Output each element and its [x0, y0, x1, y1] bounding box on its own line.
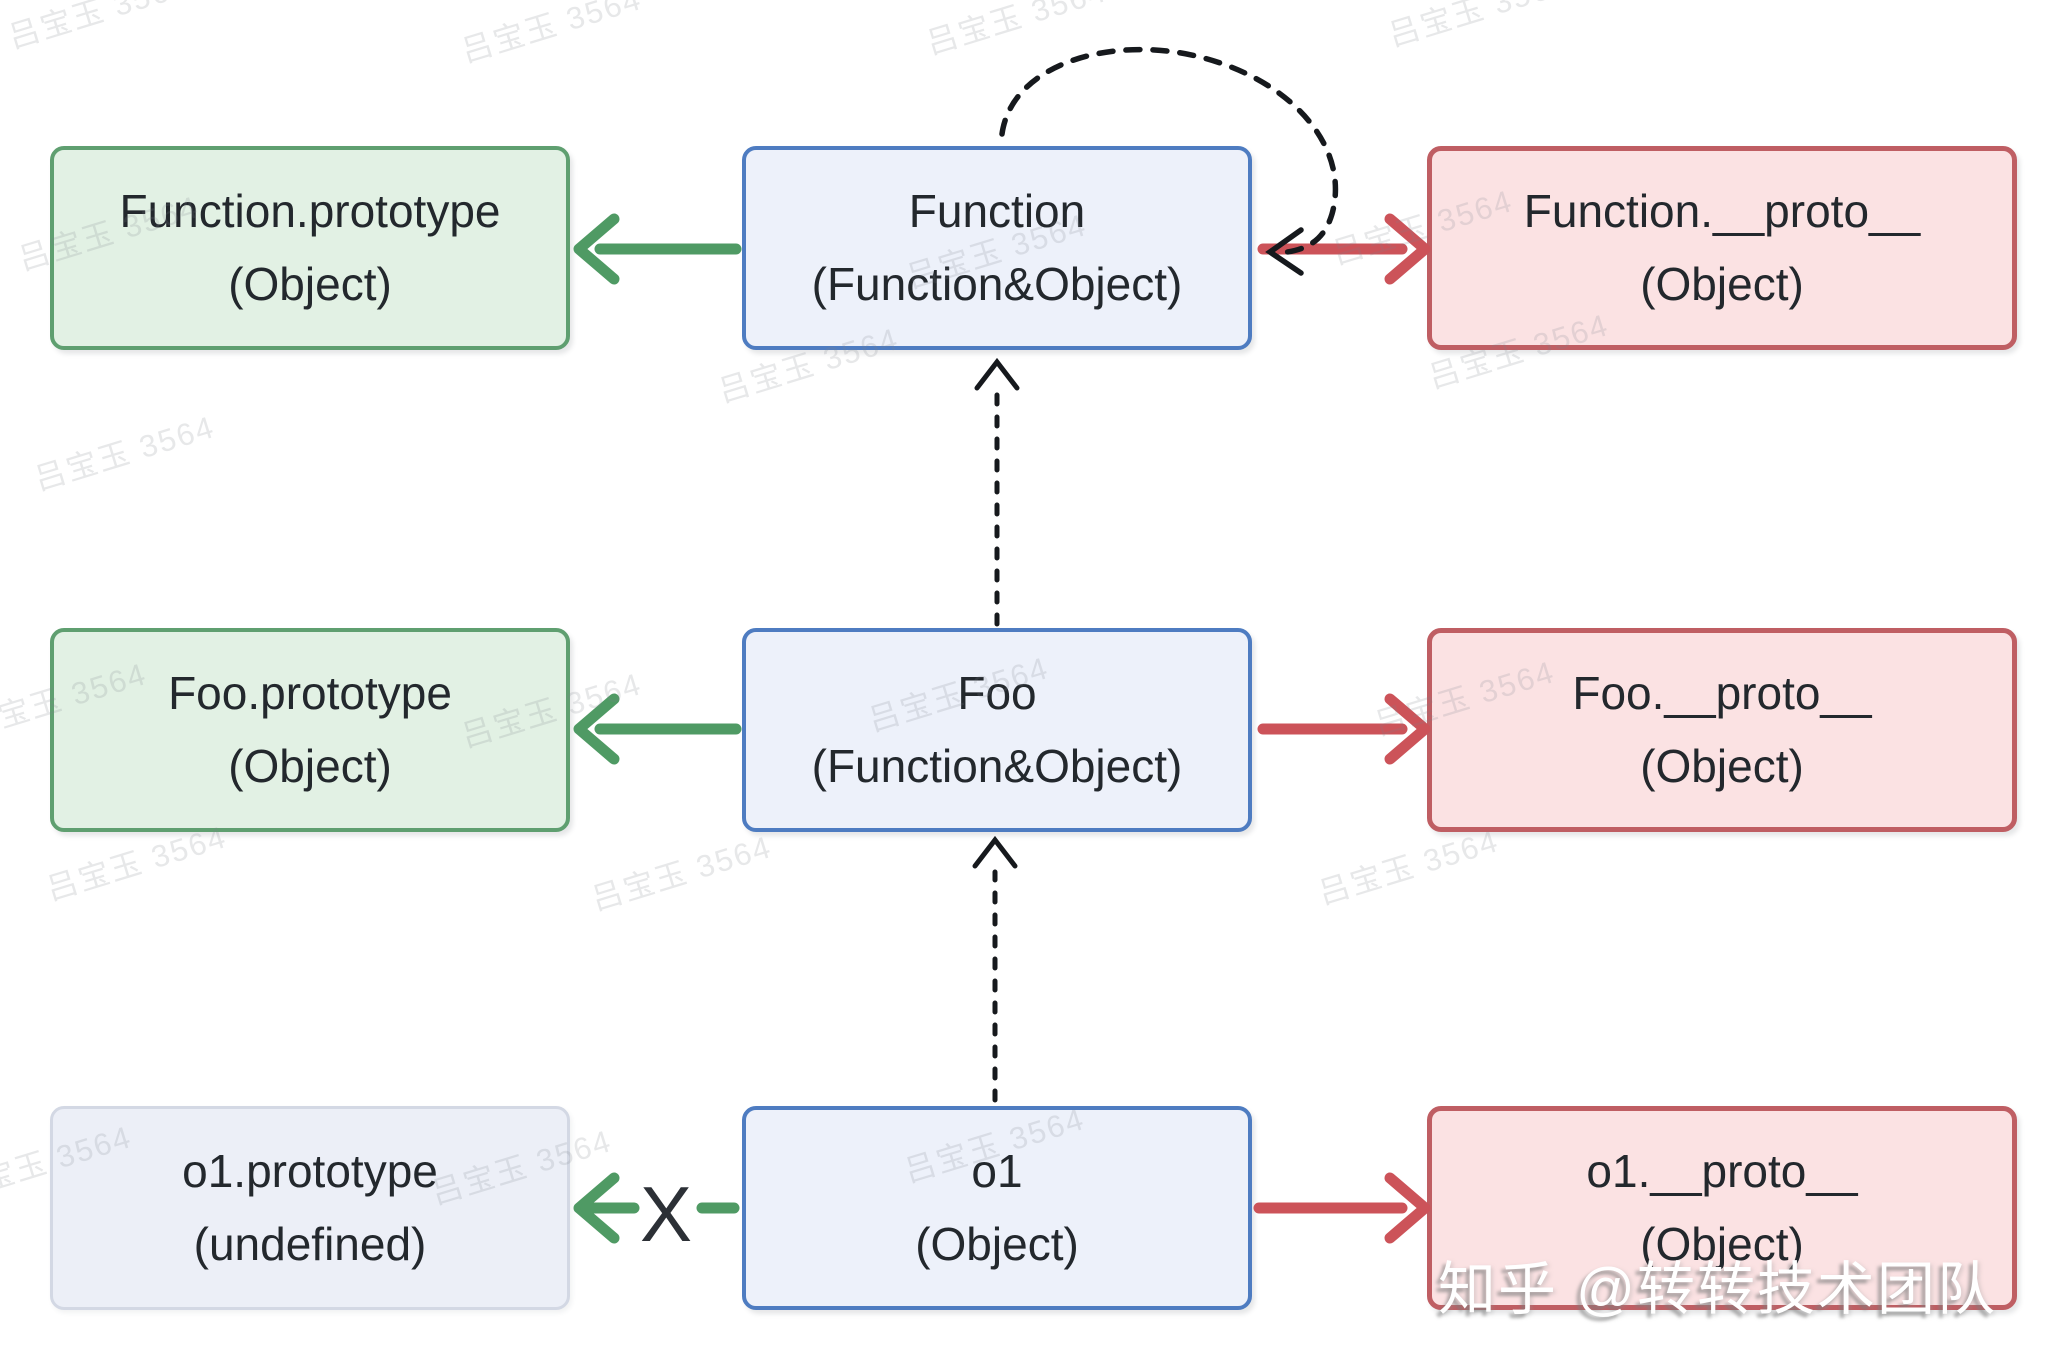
box-foo-prototype: Foo.prototype (Object): [50, 628, 570, 832]
box-subtitle: (Object): [228, 740, 392, 792]
box-foo: Foo (Function&Object): [742, 628, 1252, 832]
box-title: o1.prototype: [182, 1145, 438, 1198]
box-subtitle: (Object): [1640, 258, 1804, 310]
no-prototype-cross-mark: X: [640, 1170, 692, 1258]
box-function-prototype: Function.prototype (Object): [50, 146, 570, 350]
box-o1-proto: o1.__proto__ (Object): [1427, 1106, 2017, 1310]
arrow-foo-to-foo-proto: [1257, 693, 1431, 765]
box-subtitle: (Object): [1640, 740, 1804, 792]
box-foo-proto: Foo.__proto__ (Object): [1427, 628, 2017, 832]
arrow-o1-to-foo: [972, 835, 1018, 1103]
box-title: Function: [908, 185, 1086, 238]
box-title: Foo: [957, 667, 1037, 720]
box-subtitle: (Function&Object): [811, 740, 1183, 792]
box-subtitle: (undefined): [193, 1218, 427, 1270]
box-title: Foo.__proto__: [1572, 667, 1872, 720]
box-function: Function (Function&Object): [742, 146, 1252, 350]
box-function-proto: Function.__proto__ (Object): [1427, 146, 2017, 350]
box-o1-prototype: o1.prototype (undefined): [50, 1106, 570, 1310]
arrow-o1-to-o1-proto: [1253, 1172, 1431, 1244]
arrow-foo-to-foo-prototype: [573, 693, 742, 765]
arrow-foo-to-function: [974, 357, 1020, 627]
box-title: o1.__proto__: [1586, 1145, 1858, 1198]
box-subtitle: (Object): [1640, 1218, 1804, 1270]
box-subtitle: (Function&Object): [811, 258, 1183, 310]
arrow-function-to-function-proto: [1257, 213, 1431, 285]
arrow-o1-to-o1-prototype-crossed: [573, 1172, 740, 1244]
box-subtitle: (Object): [228, 258, 392, 310]
box-title: Function.prototype: [119, 185, 501, 238]
box-o1: o1 (Object): [742, 1106, 1252, 1310]
arrow-function-to-function-prototype: [573, 213, 742, 285]
arrow-function-self-loop: [999, 46, 1339, 276]
box-title: Function.__proto__: [1523, 185, 1921, 238]
box-title: o1: [971, 1145, 1023, 1198]
box-title: Foo.prototype: [168, 667, 452, 720]
box-subtitle: (Object): [915, 1218, 1079, 1270]
